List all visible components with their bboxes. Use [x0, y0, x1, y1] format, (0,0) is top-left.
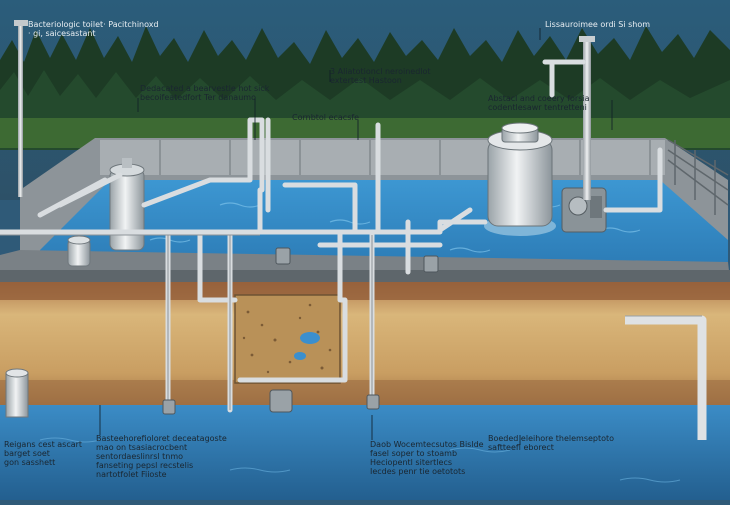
pipe-edges — [0, 234, 373, 410]
label-bottom-center-left: Basteehorefioloret deceatagoste mao on t… — [96, 434, 227, 479]
main-storage-tank — [484, 122, 556, 236]
outflow-pipe — [625, 315, 707, 440]
gravel-texture — [242, 303, 332, 374]
label-top-left: Bacteriologic toilet· Pacitchinoxd · gi,… — [28, 20, 159, 38]
small-filter-canister — [67, 235, 91, 267]
leader-lines — [99, 28, 613, 445]
label-mid-right: Abstacl and coeery forsia codentlesawr t… — [488, 94, 590, 112]
valves — [162, 247, 439, 415]
gravel-filter-pit — [234, 294, 341, 384]
pump-unit — [561, 36, 607, 233]
right-fence — [667, 139, 729, 215]
label-mid-center: 3 Aliatotioncl neroinedlot extertest Has… — [330, 67, 431, 85]
reservoir-water — [40, 180, 728, 272]
label-bottom-center: Daob Wocemtecsutos Bislde fasel soper to… — [370, 440, 484, 476]
water-heater-tank — [109, 158, 145, 251]
well-casing — [5, 368, 29, 418]
label-bottom-right: Boeded eleihore thelemseptoto saftteefl … — [488, 434, 615, 452]
label-center-small: Cornbtol ecacsfe — [292, 113, 360, 122]
label-mid-left: Dedacated a bearvestle hot sick becoifea… — [140, 84, 270, 102]
left-vent-pipe — [14, 20, 28, 197]
label-top-right: Lissauroimee ordi Si shom — [545, 20, 651, 29]
label-bottom-left: Reigans cest ascart barget soet gon sass… — [4, 440, 83, 467]
water-pocket — [300, 332, 320, 344]
groundwater-lake — [0, 405, 730, 500]
